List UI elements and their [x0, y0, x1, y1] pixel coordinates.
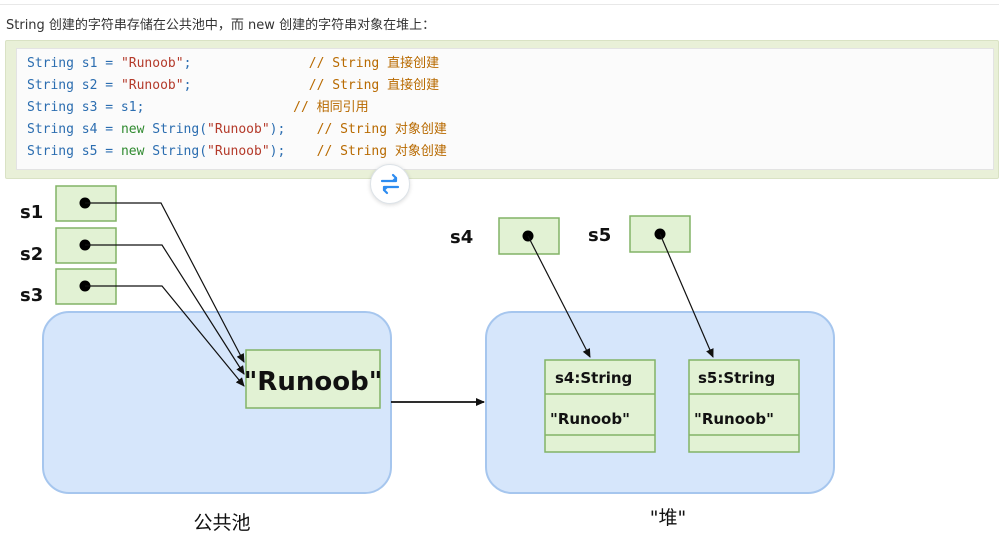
s1-label: s1 [20, 202, 43, 223]
s5-string-object: s5:String "Runoob" [688, 359, 800, 453]
s4-string-object: s4:String "Runoob" [544, 359, 656, 453]
s4-arrow [527, 235, 591, 358]
s2-arrow [85, 244, 245, 375]
s5-label: s5 [588, 225, 611, 246]
public-pool-label: 公共池 [193, 512, 250, 534]
s3-arrow [85, 285, 245, 387]
top-divider [0, 0, 999, 5]
swap-arrows-icon [380, 173, 400, 195]
s1-arrow [85, 202, 245, 363]
s5-object-value: "Runoob" [694, 410, 774, 428]
s5-arrow [659, 233, 714, 358]
toggle-code-button[interactable] [370, 164, 410, 204]
s4-object-title: s4:String [555, 369, 632, 387]
s3-label: s3 [20, 285, 43, 306]
code-line-2: String s2 = "Runoob"; // String 直接创建 [27, 78, 440, 93]
s5-object-title: s5:String [698, 369, 775, 387]
s4-object-value: "Runoob" [550, 410, 630, 428]
s2-label: s2 [20, 244, 43, 265]
s4-label: s4 [450, 227, 473, 248]
code-line-5: String s5 = new String("Runoob"); // Str… [27, 144, 447, 159]
code-line-1: String s1 = "Runoob"; // String 直接创建 [27, 56, 440, 71]
code-line-4: String s4 = new String("Runoob"); // Str… [27, 122, 447, 137]
code-block: String s1 = "Runoob"; // String 直接创建 Str… [5, 40, 999, 179]
pool-string-box [245, 349, 381, 409]
string-memory-diagram: s1 s2 s3 s4 s5 "Runoob" s4:String "Runoo… [20, 185, 835, 534]
code-panel[interactable]: String s1 = "Runoob"; // String 直接创建 Str… [16, 48, 994, 170]
code-line-3: String s3 = s1; // 相同引用 [27, 100, 369, 115]
pool-string-value: "Runoob" [244, 367, 382, 397]
intro-text: String 创建的字符串存储在公共池中，而 new 创建的字符串对象在堆上： [6, 18, 436, 33]
heap-label: "堆" [650, 507, 686, 529]
